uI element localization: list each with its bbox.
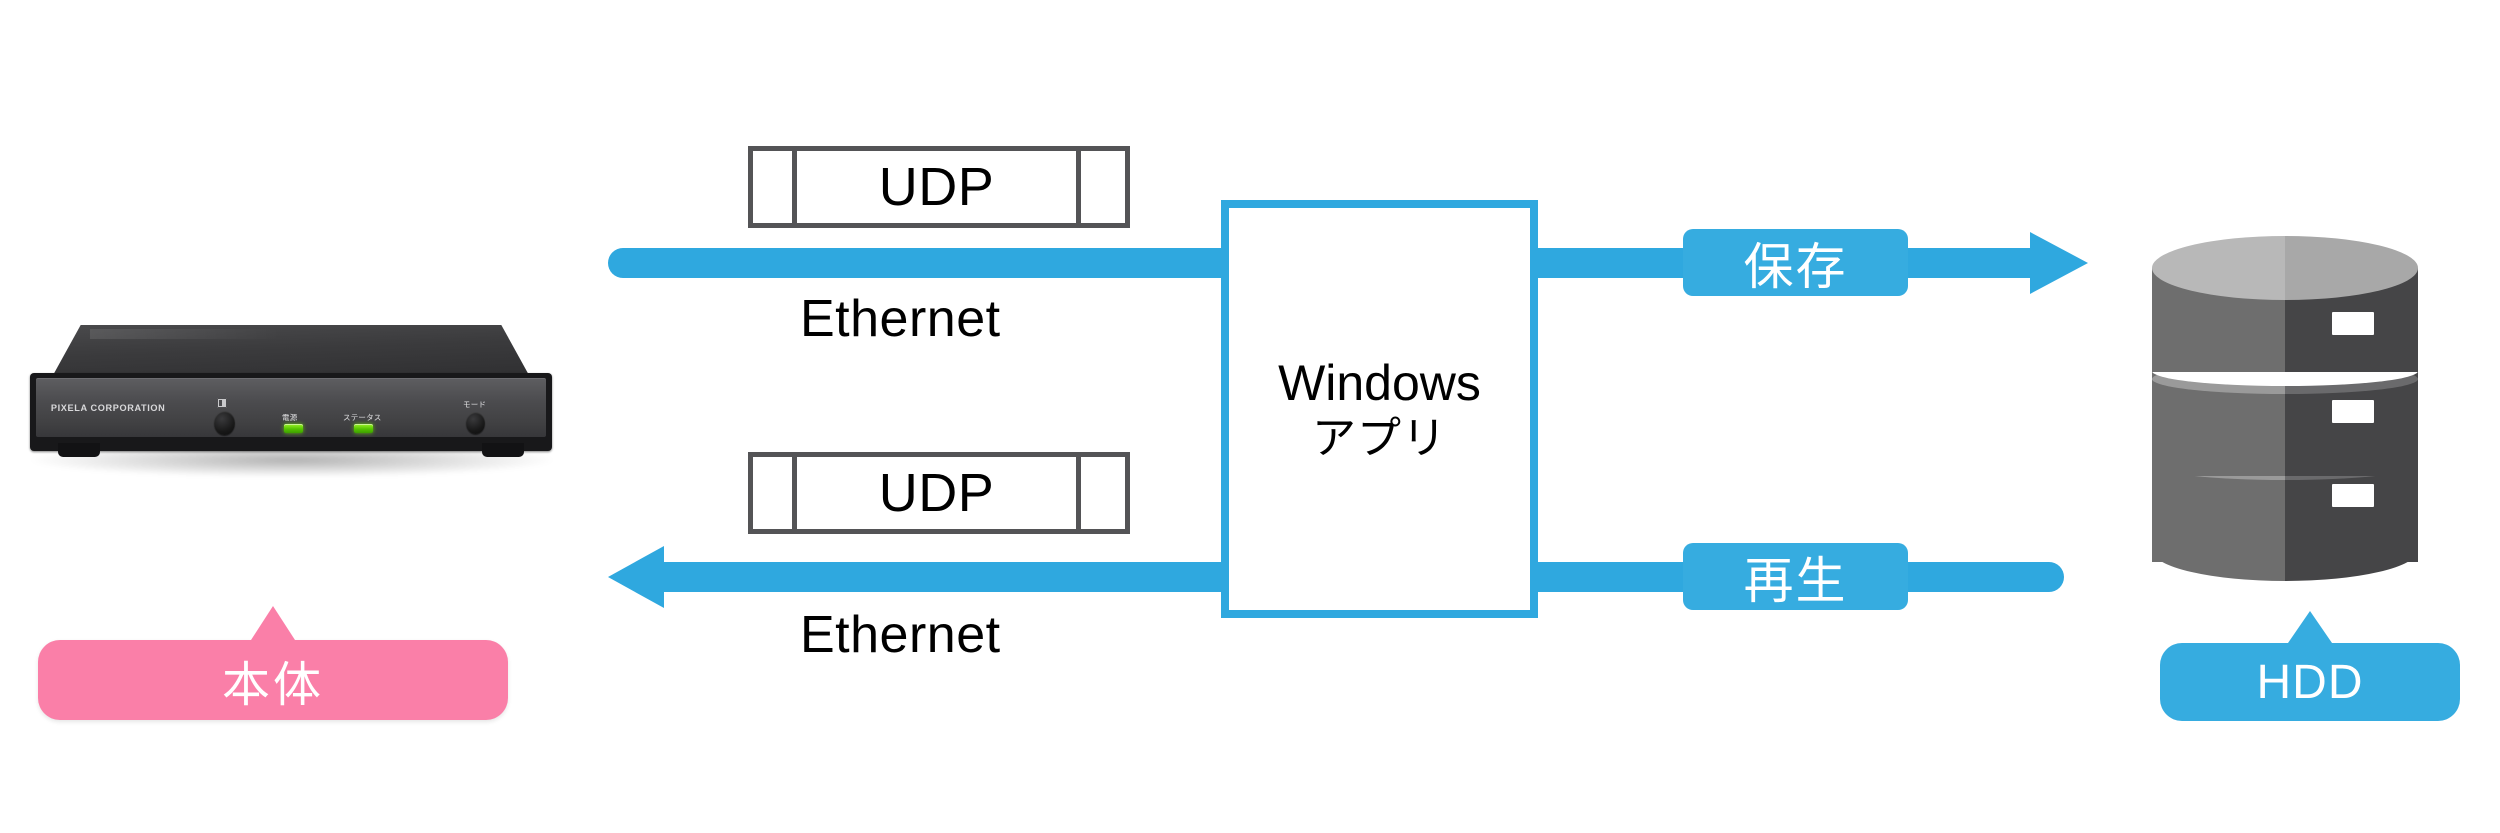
callout-hdd-label: HDD (2256, 655, 2364, 709)
device-chassis: PIXELA CORPORATION 電源 ステータス モード (30, 373, 552, 457)
play-action-pill: 再生 (1683, 543, 1908, 610)
hdd-slot-indicator (2332, 484, 2374, 507)
ethernet-label-bottom: Ethernet (800, 606, 1001, 664)
packet-header-segment (753, 151, 797, 223)
ethernet-flow-outbound (660, 562, 1248, 592)
device-status-led-label: ステータス (343, 413, 382, 422)
callout-device-label: 本体 (221, 659, 324, 712)
windows-app-box: Windows アプリ (1221, 200, 1538, 618)
arrow-right-icon (2030, 232, 2088, 294)
device-top-panel (52, 325, 530, 377)
save-action-pill: 保存 (1683, 229, 1908, 296)
windows-app-line1: Windows (1278, 354, 1481, 411)
play-action-label: 再生 (1743, 552, 1848, 609)
device-brand-label: PIXELA CORPORATION (50, 403, 166, 413)
device-power-led-label: 電源 (282, 413, 298, 422)
callout-hdd: HDD (2160, 611, 2460, 721)
pixela-device-image: PIXELA CORPORATION 電源 ステータス モード (22, 325, 560, 485)
packet-payload-label: UDP (797, 151, 1081, 223)
power-led-icon (284, 424, 303, 433)
callout-device: 本体 (38, 606, 508, 720)
device-front-face: PIXELA CORPORATION 電源 ステータス モード (36, 378, 546, 437)
udp-packet-bottom: UDP (748, 452, 1130, 534)
ethernet-flow-inbound (608, 248, 1248, 278)
arrow-left-icon (608, 546, 664, 608)
device-mode-button[interactable] (466, 412, 485, 434)
packet-payload-label: UDP (797, 457, 1081, 529)
udp-packet-top: UDP (748, 146, 1130, 228)
device-emblem-icon (217, 398, 227, 408)
save-action-label: 保存 (1743, 238, 1848, 295)
packet-trailer-segment (1081, 457, 1125, 529)
packet-header-segment (753, 457, 797, 529)
hdd-slot-indicator (2332, 400, 2374, 423)
device-power-button[interactable] (214, 411, 235, 435)
callout-pointer-icon (2288, 611, 2332, 643)
device-foot-right (482, 443, 524, 457)
hdd-database-icon (2152, 232, 2418, 581)
callout-pointer-icon (251, 606, 295, 640)
device-mode-label: モード (463, 400, 487, 409)
device-foot-left (58, 443, 100, 457)
packet-trailer-segment (1081, 151, 1125, 223)
ethernet-label-top: Ethernet (800, 290, 1001, 348)
status-led-icon (354, 424, 373, 433)
hdd-slot-indicator (2332, 312, 2374, 335)
windows-app-line2: アプリ (1312, 413, 1447, 463)
hdd-top-cap (2152, 236, 2418, 300)
